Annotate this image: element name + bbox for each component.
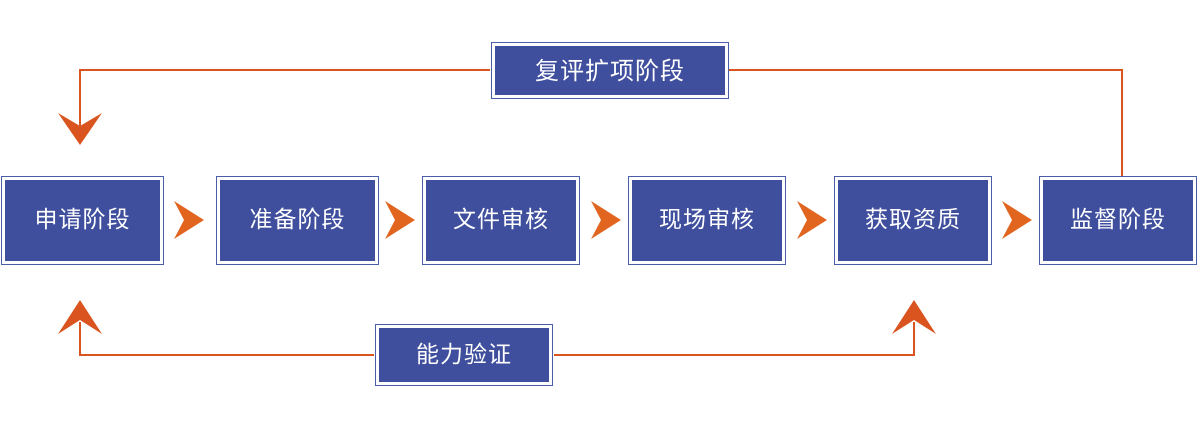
arrowhead-up-obtain [892,300,936,334]
chevron-right-icon-5 [1002,201,1032,239]
node-doc-review-label: 文件审核 [453,207,549,233]
node-proficiency-label: 能力验证 [416,341,512,368]
chevron-right-icon-4 [797,201,827,239]
node-apply-label: 申请阶段 [34,207,131,233]
connector-proficiency-right [554,300,936,356]
chevron-right-icon-1 [174,201,204,239]
node-onsite-label: 现场审核 [659,207,755,233]
node-prepare[interactable]: 准备阶段 [216,176,379,265]
node-prepare-label: 准备阶段 [249,207,346,233]
node-obtain-label: 获取资质 [865,207,961,233]
node-supervise-label: 监督阶段 [1070,207,1166,233]
connector-proficiency-left [58,300,374,356]
node-onsite[interactable]: 现场审核 [628,176,786,265]
arrowhead-up-apply [58,300,102,334]
connector-reassess-loop [58,69,1123,200]
node-obtain[interactable]: 获取资质 [834,176,992,265]
node-reassess[interactable]: 复评扩项阶段 [491,42,729,99]
chevron-right-icon-3 [591,201,621,239]
node-proficiency[interactable]: 能力验证 [375,324,553,386]
node-supervise[interactable]: 监督阶段 [1039,176,1197,265]
node-apply[interactable]: 申请阶段 [1,176,164,265]
node-doc-review[interactable]: 文件审核 [422,176,580,265]
node-reassess-label: 复评扩项阶段 [535,56,685,85]
chevron-right-icon-2 [385,201,415,239]
arrowhead-down-apply [58,113,102,145]
